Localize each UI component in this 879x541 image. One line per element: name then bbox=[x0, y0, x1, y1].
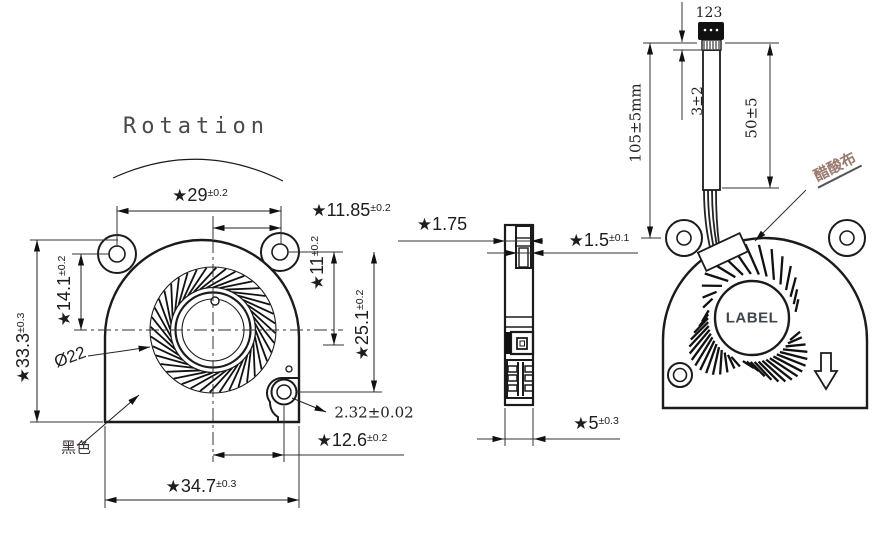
lead-wires bbox=[703, 189, 720, 253]
rear-impeller-blades bbox=[688, 243, 808, 383]
side-inlet-tube bbox=[515, 225, 532, 269]
acetate-tape-patch bbox=[696, 232, 750, 272]
front-boss-hole bbox=[276, 384, 292, 400]
black-color-note: 黑色 bbox=[60, 439, 92, 457]
dimension-lines bbox=[33, 207, 378, 504]
dim-14-1: ★14.1±0.2 bbox=[54, 255, 74, 327]
dim-29: ★29±0.2 bbox=[172, 185, 228, 205]
front-ear-hole-right bbox=[271, 243, 289, 261]
front-balance-hole bbox=[210, 296, 220, 306]
rear-ear-right bbox=[828, 219, 866, 257]
black-color-leader bbox=[81, 394, 140, 445]
dim-1-75: ★1.75 bbox=[416, 214, 468, 234]
boss-hole-leader bbox=[291, 397, 327, 413]
acetate-leader bbox=[754, 189, 807, 242]
rotation-arc bbox=[112, 158, 284, 182]
front-boss-circle bbox=[270, 378, 298, 406]
dia22-leader bbox=[87, 345, 151, 357]
dim-12-6: ★12.6±0.2 bbox=[316, 430, 388, 450]
front-view bbox=[30, 158, 404, 508]
dim-25-1: ★25.1±0.2 bbox=[352, 289, 372, 361]
front-small-hole bbox=[285, 365, 293, 373]
rear-dimension-lines bbox=[641, 2, 807, 242]
rear-ear-hole-left bbox=[676, 230, 692, 246]
product-label-text: LABEL bbox=[725, 309, 779, 327]
dim-2-32: 2.32±0.02 bbox=[334, 403, 414, 422]
centerlines bbox=[74, 216, 343, 462]
rear-boss-circle bbox=[667, 362, 693, 388]
rear-boss-hole bbox=[672, 367, 688, 383]
dim-1-5: ★1.5±0.1 bbox=[568, 230, 630, 250]
rear-ear-hole-right bbox=[839, 230, 855, 246]
side-dimension-lines bbox=[398, 237, 638, 446]
connector-pins-label: 123 bbox=[695, 5, 723, 21]
dim-11-85: ★11.85±0.2 bbox=[311, 200, 391, 220]
dim-50-5: 50±5 bbox=[742, 97, 761, 139]
rear-view bbox=[641, 2, 869, 410]
cable-sleeve bbox=[702, 49, 721, 191]
dim-33-3: ★33.3±0.3 bbox=[13, 312, 33, 384]
rotation-label: Rotation bbox=[123, 114, 269, 139]
front-impeller-blades bbox=[149, 266, 277, 394]
connector-crimp bbox=[701, 39, 722, 51]
dim-5: ★5±0.3 bbox=[573, 413, 619, 433]
crimp-ribs bbox=[703, 41, 720, 49]
side-view bbox=[398, 223, 638, 446]
dim-11: ★11±0.2 bbox=[307, 235, 327, 291]
dim-34-7: ★34.7±0.3 bbox=[165, 476, 237, 496]
dim-cable-length: 105±5mm bbox=[626, 83, 645, 163]
airflow-down-arrow-icon bbox=[813, 352, 839, 391]
front-boss-outline bbox=[266, 377, 298, 422]
rear-ear-left bbox=[665, 219, 703, 257]
dim-3-2: 3±2 bbox=[690, 86, 706, 116]
rear-hub-circle bbox=[713, 279, 791, 357]
